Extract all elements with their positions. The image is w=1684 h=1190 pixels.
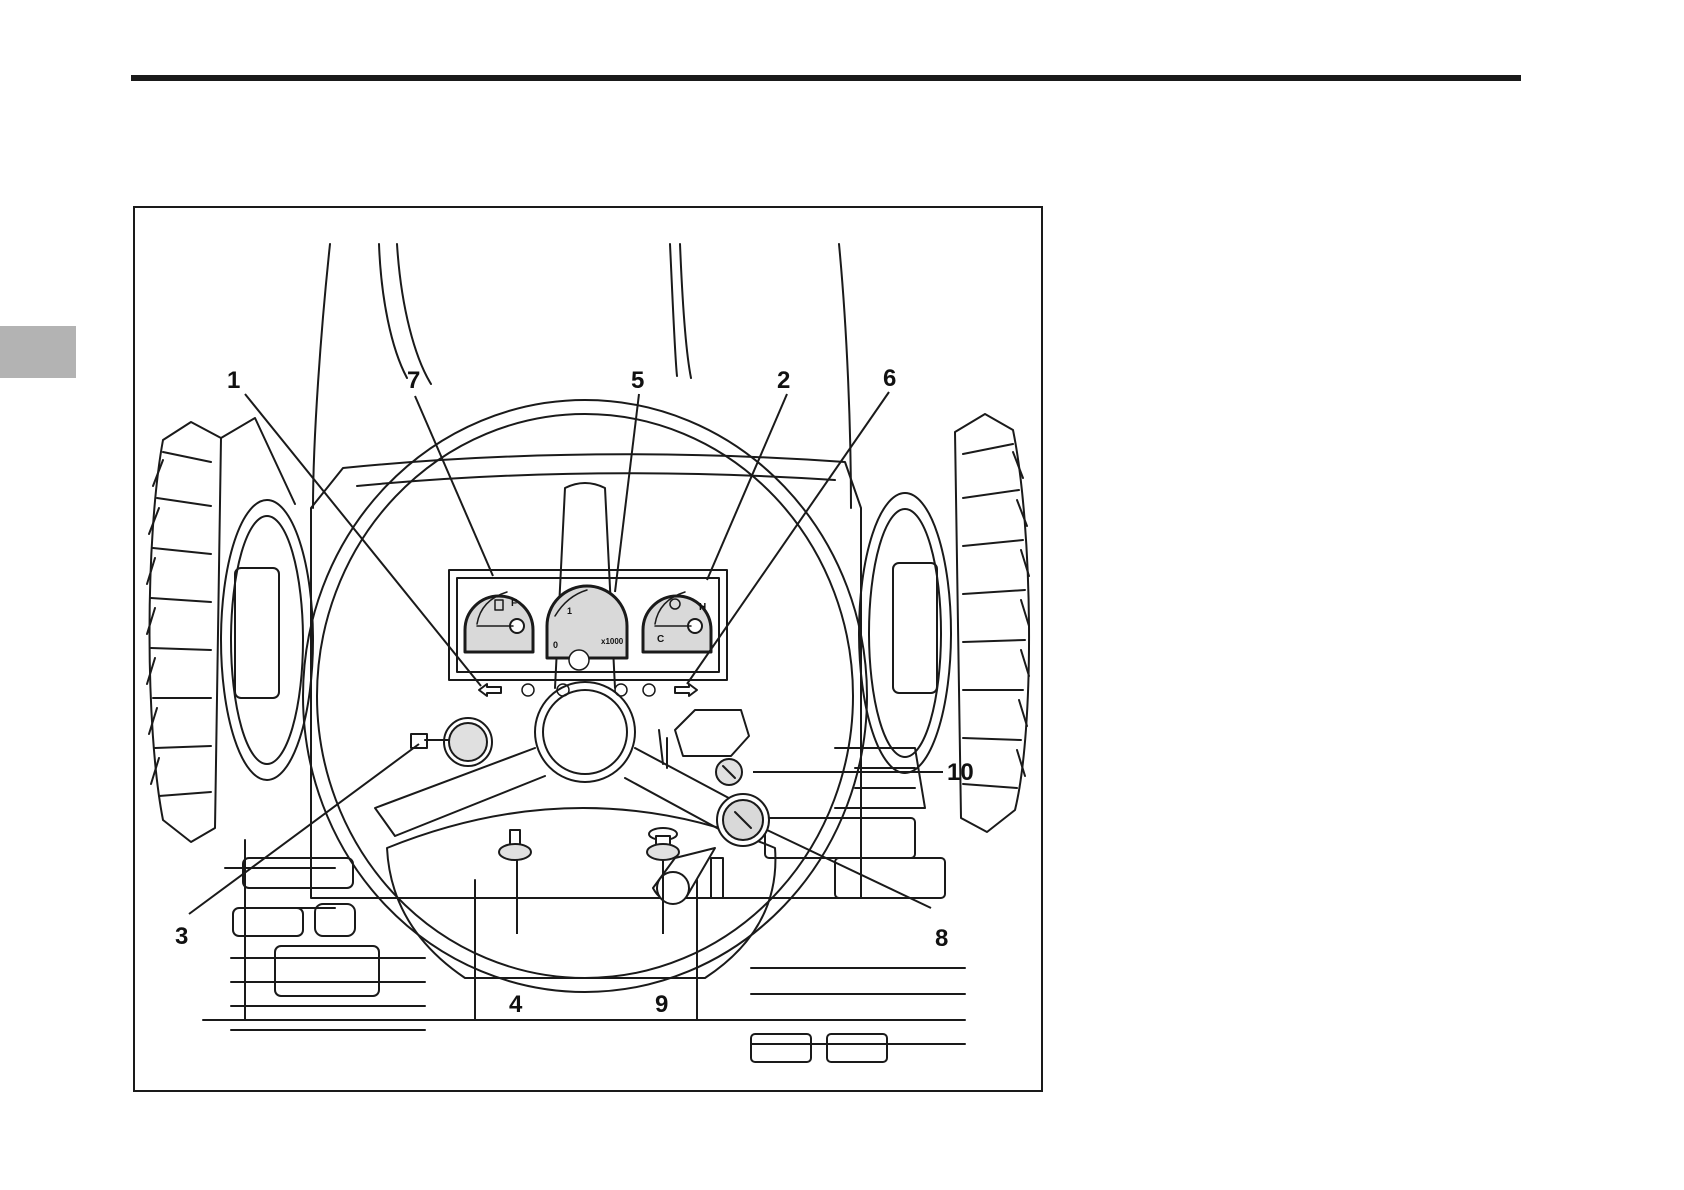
- callout-2: 2: [777, 367, 790, 394]
- callout-10: 10: [947, 759, 974, 786]
- chapter-tab: [0, 326, 76, 378]
- tacho-zero-label: 0: [553, 640, 558, 650]
- tractor-dashboard-illustration: F H C 0 1 x1000 1 2 3 4 5 6: [135, 208, 1041, 1090]
- tacho-one-label: 1: [567, 606, 572, 616]
- dashboard-figure: F H C 0 1 x1000 1 2 3 4 5 6: [133, 206, 1043, 1092]
- temp-gauge: [643, 592, 711, 652]
- dash-housing: [311, 454, 861, 898]
- callout-9: 9: [655, 991, 668, 1018]
- tachometer: [547, 586, 627, 670]
- callout-7: 7: [407, 367, 420, 394]
- callout-5: 5: [631, 367, 644, 394]
- tacho-scale-label: x1000: [601, 637, 624, 646]
- light-switch[interactable]: [411, 718, 492, 766]
- fuel-full-label: F: [511, 598, 517, 609]
- callout-1: 1: [227, 367, 240, 394]
- choke-knob[interactable]: [499, 830, 531, 860]
- temp-hot-label: H: [699, 602, 706, 613]
- callout-4: 4: [509, 991, 523, 1018]
- pto-knob[interactable]: [647, 828, 679, 860]
- fuel-gauge: [465, 592, 533, 652]
- callout-8: 8: [935, 925, 948, 952]
- left-tyre: [147, 418, 313, 842]
- callout-3: 3: [175, 923, 188, 950]
- temp-cold-label: C: [657, 634, 664, 645]
- ignition-switch[interactable]: [717, 794, 769, 846]
- steering-wheel[interactable]: [303, 400, 867, 992]
- right-tyre: [859, 414, 1029, 832]
- callout-6: 6: [883, 365, 896, 392]
- hood-outline: [313, 244, 851, 508]
- horn-button[interactable]: [716, 759, 742, 785]
- header-rule: [131, 75, 1521, 81]
